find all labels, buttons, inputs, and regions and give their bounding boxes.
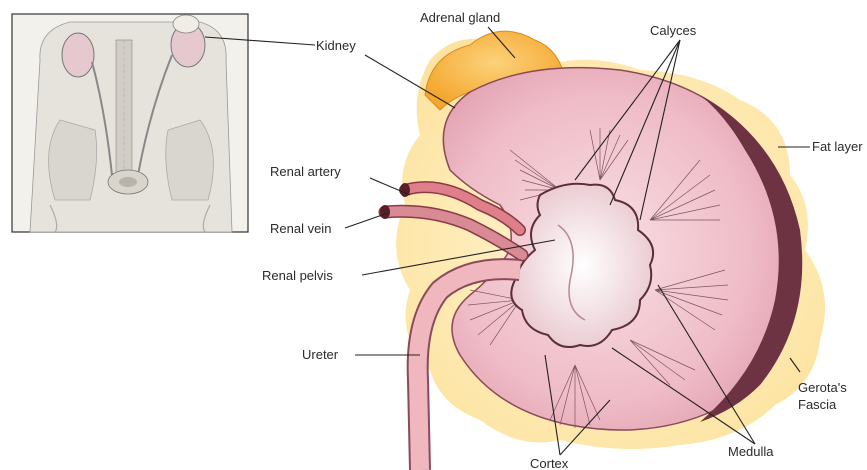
- label-renal-vein: Renal vein: [270, 221, 331, 236]
- label-fat-layer: Fat layer: [812, 139, 863, 154]
- label-renal-artery: Renal artery: [270, 164, 341, 179]
- label-gerotas-1: Gerota's: [798, 380, 847, 395]
- label-renal-pelvis: Renal pelvis: [262, 268, 333, 283]
- leader-vein: [345, 213, 388, 228]
- label-cortex: Cortex: [530, 456, 569, 470]
- label-ureter: Ureter: [302, 347, 339, 362]
- inset-left-kidney: [62, 33, 94, 77]
- label-calyces: Calyces: [650, 23, 697, 38]
- label-gerotas-2: Fascia: [798, 397, 837, 412]
- label-medulla: Medulla: [728, 444, 774, 459]
- label-kidney: Kidney: [316, 38, 356, 53]
- label-adrenal-gland: Adrenal gland: [420, 10, 500, 25]
- body-inset: [12, 14, 248, 232]
